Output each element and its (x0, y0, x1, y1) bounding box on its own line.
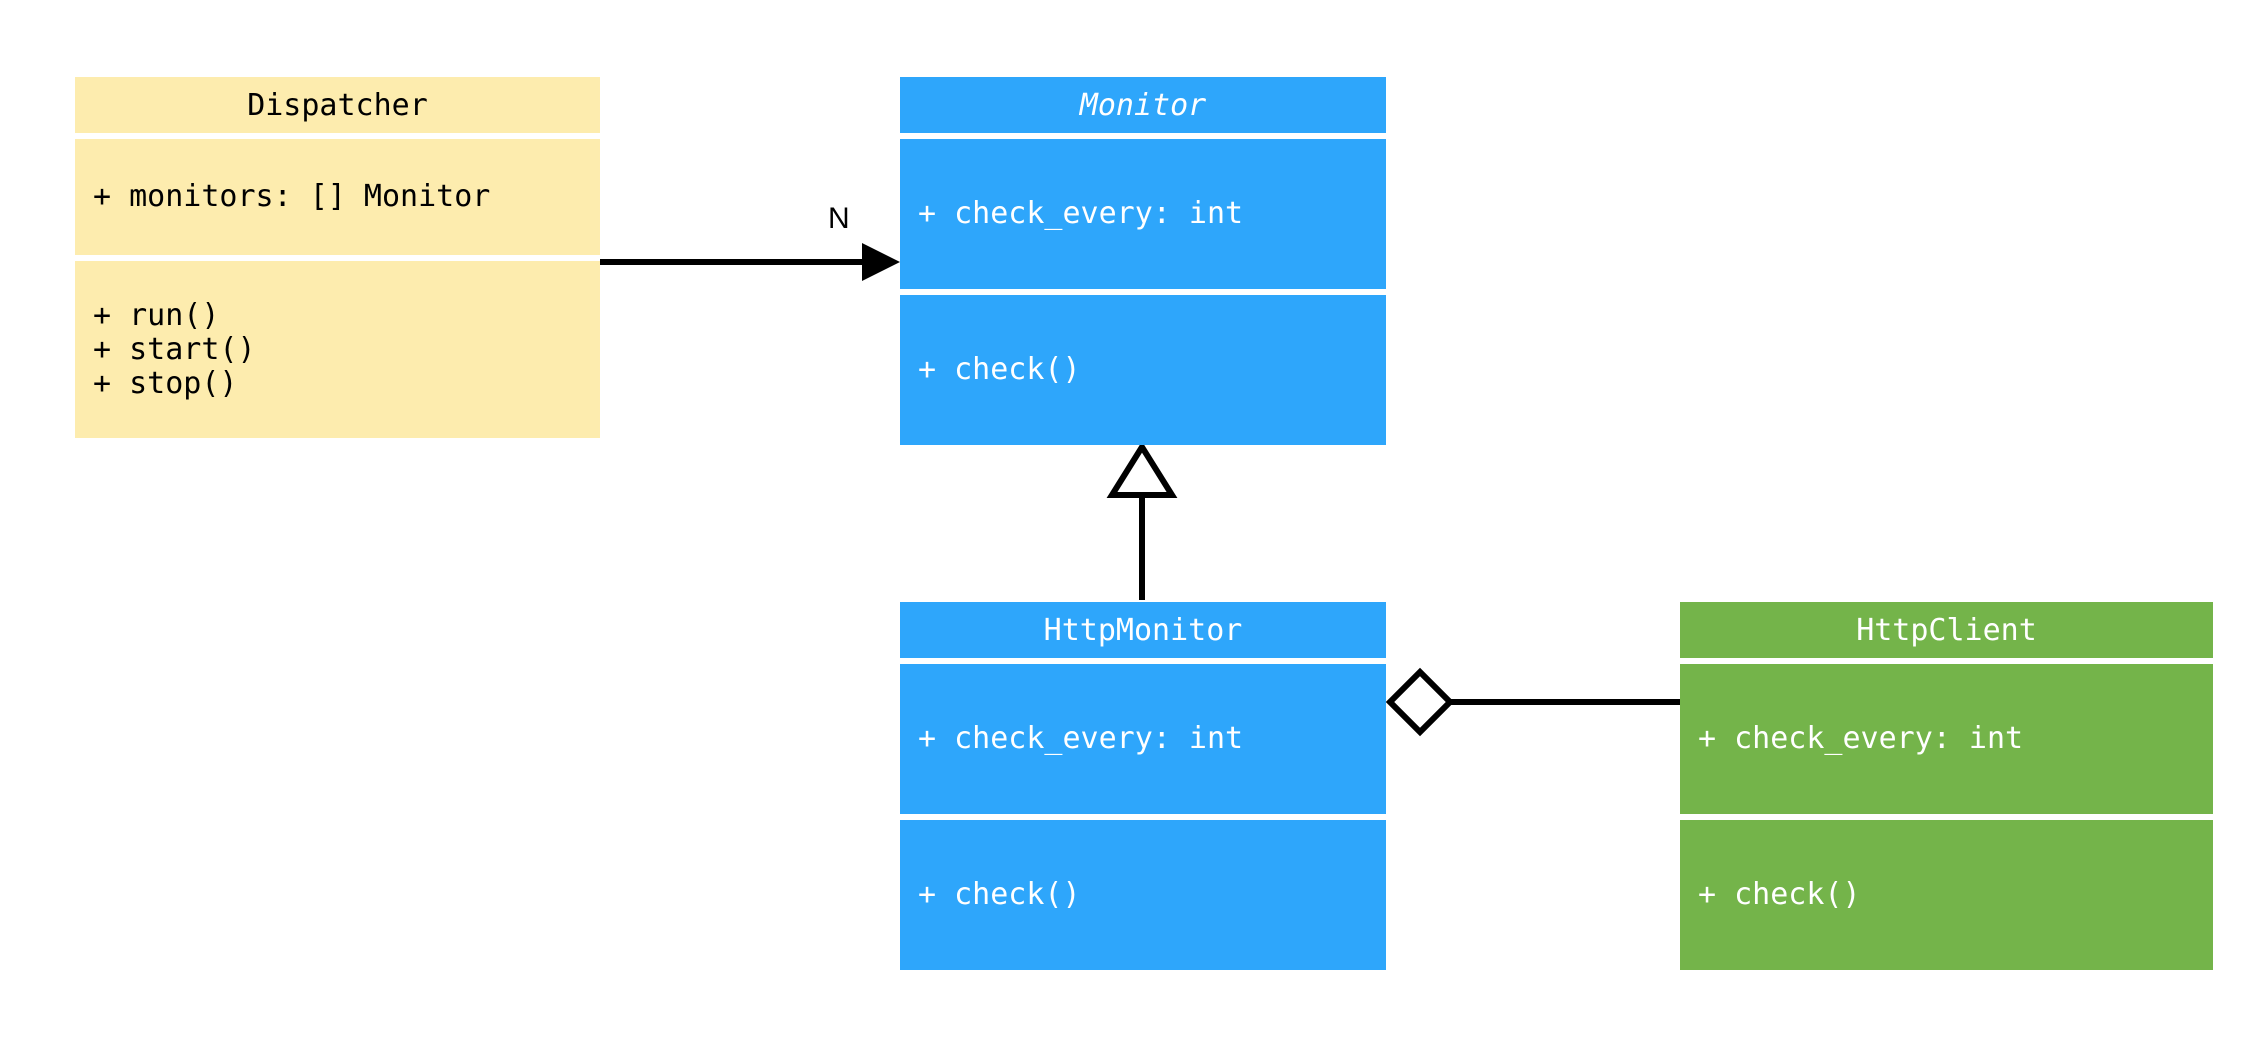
class-attribute-dispatcher-monitors: + monitors: [] Monitor (93, 179, 491, 214)
class-methods-compartment-http-client: + check() (1680, 820, 2213, 970)
class-attribute-monitor-check-every: + check_every: int (918, 196, 1244, 231)
class-title-compartment-http-client: HttpClient (1680, 602, 2213, 658)
class-method-dispatcher-run: + run() (93, 297, 220, 333)
class-attribute-http-monitor-check-every: + check_every: int (918, 721, 1244, 756)
class-name-monitor: Monitor (1079, 87, 1207, 123)
class-box-monitor[interactable]: Monitor + check_every: int + check() (900, 77, 1386, 445)
class-method-dispatcher-start: + start() (93, 331, 256, 367)
edge-httpmonitor-to-monitor (1106, 441, 1178, 600)
class-attribute-http-client-check-every: + check_every: int (1698, 721, 2024, 756)
class-method-http-monitor-check: + check() (918, 877, 1081, 912)
class-box-http-client[interactable]: HttpClient + check_every: int + check() (1680, 602, 2213, 970)
class-title-compartment-dispatcher: Dispatcher (75, 77, 600, 133)
filled-triangle-arrowhead-icon (862, 243, 900, 281)
class-name-http-monitor: HttpMonitor (1043, 612, 1243, 648)
class-method-dispatcher-stop: + stop() (93, 365, 238, 401)
class-attributes-compartment-http-client: + check_every: int (1680, 664, 2213, 814)
class-title-compartment-monitor: Monitor (900, 77, 1386, 133)
class-title-compartment-http-monitor: HttpMonitor (900, 602, 1386, 658)
class-box-http-monitor[interactable]: HttpMonitor + check_every: int + check() (900, 602, 1386, 970)
class-name-http-client: HttpClient (1856, 612, 2037, 648)
class-name-dispatcher: Dispatcher (247, 87, 428, 123)
class-attributes-compartment-http-monitor: + check_every: int (900, 664, 1386, 814)
edge-multiplicity-label-n: N (828, 202, 850, 235)
edge-httpmonitor-to-httpclient (1385, 667, 1680, 737)
class-methods-compartment-monitor: + check() (900, 295, 1386, 445)
hollow-diamond-arrowhead-icon (1385, 667, 1455, 737)
class-methods-compartment-http-monitor: + check() (900, 820, 1386, 970)
edge-dispatcher-to-monitor (600, 243, 900, 281)
class-attributes-compartment-dispatcher: + monitors: [] Monitor (75, 139, 600, 255)
hollow-triangle-arrowhead-icon (1106, 441, 1178, 498)
class-attributes-compartment-monitor: + check_every: int (900, 139, 1386, 289)
class-methods-compartment-dispatcher: + run() + start() + stop() (75, 261, 600, 438)
class-method-http-client-check: + check() (1698, 877, 1861, 912)
class-method-monitor-check: + check() (918, 352, 1081, 387)
class-box-dispatcher[interactable]: Dispatcher + monitors: [] Monitor + run(… (75, 77, 600, 444)
